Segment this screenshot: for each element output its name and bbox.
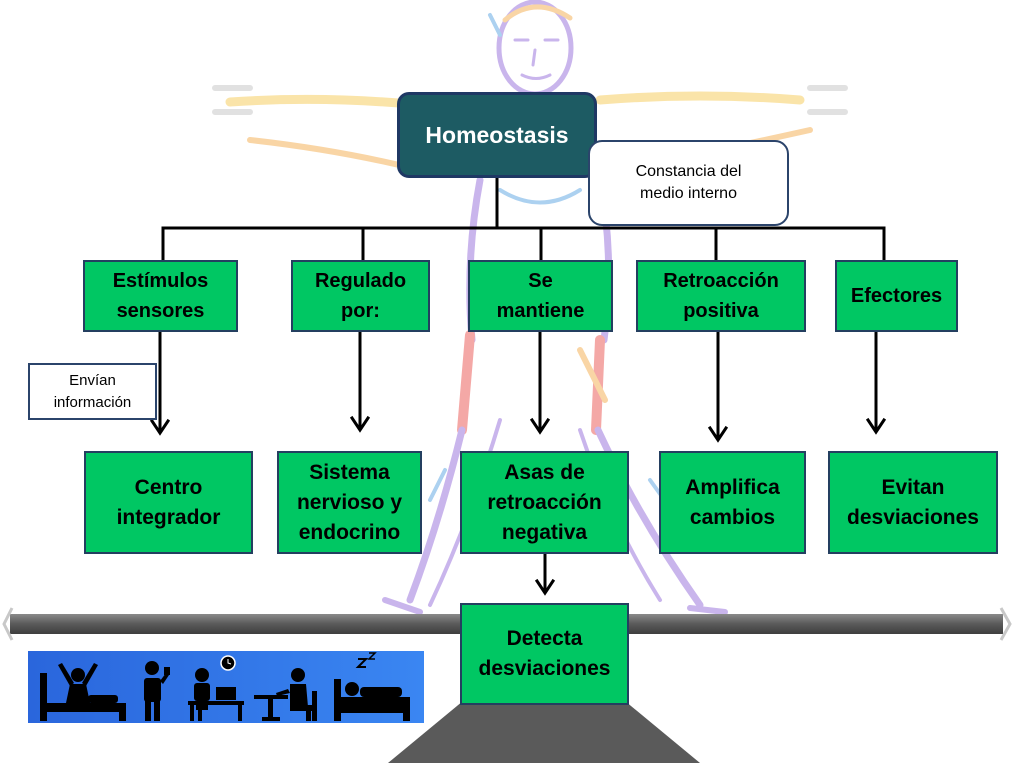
node-label: Efectores xyxy=(850,285,943,307)
node-label: Amplifica cambios xyxy=(685,475,780,529)
node-detecta-desviaciones: Detecta desviaciones xyxy=(460,603,629,705)
arrow-4 xyxy=(707,330,729,443)
node-label: Detecta desviaciones xyxy=(478,627,611,680)
beam-left-end xyxy=(2,607,14,641)
arrow-6 xyxy=(534,552,556,596)
working-at-desk-icon xyxy=(188,655,244,721)
node-label: Evitan desviaciones xyxy=(847,475,979,529)
side-note-label: Envían información xyxy=(53,371,132,411)
node-label: Retroacción positiva xyxy=(663,270,779,322)
node-retroaccion-positiva: Retroacción positiva xyxy=(636,260,806,332)
node-label: Regulado por: xyxy=(314,270,407,322)
arrow-3 xyxy=(529,330,551,435)
node-efectores: Efectores xyxy=(835,260,958,332)
note-box-label: Constancia del medio interno xyxy=(635,163,742,202)
node-label: Se mantiene xyxy=(496,270,585,322)
arrow-5 xyxy=(865,330,887,435)
node-amplifica-cambios: Amplifica cambios xyxy=(659,451,806,554)
node-label: Estímulos sensores xyxy=(112,270,209,322)
daily-activities-image xyxy=(28,651,424,723)
node-label: Centro integrador xyxy=(116,475,221,529)
node-estimulos-sensores: Estímulos sensores xyxy=(83,260,238,332)
node-label: Asas de retroacción negativa xyxy=(487,460,602,544)
arrow-2 xyxy=(349,330,371,433)
eating-icon xyxy=(254,668,317,721)
side-note-box: Envían información xyxy=(28,363,157,420)
beam-right-end xyxy=(999,607,1012,641)
node-se-mantiene: Se mantiene xyxy=(468,260,613,332)
root-node-homeostasis: Homeostasis xyxy=(397,92,597,178)
sleeping-icon xyxy=(334,652,410,721)
node-label: Sistema nervioso y endocrino xyxy=(296,460,403,544)
drinking-icon xyxy=(144,661,170,721)
node-regulado-por: Regulado por: xyxy=(291,260,430,332)
node-asas-retroaccion-negativa: Asas de retroacción negativa xyxy=(460,451,629,554)
note-box: Constancia del medio interno xyxy=(588,140,789,226)
arrow-1 xyxy=(149,330,171,436)
waking-up-icon xyxy=(40,663,126,721)
node-centro-integrador: Centro integrador xyxy=(84,451,253,554)
node-sistema-nervioso-endocrino: Sistema nervioso y endocrino xyxy=(277,451,422,554)
node-evitan-desviaciones: Evitan desviaciones xyxy=(828,451,998,554)
root-node-label: Homeostasis xyxy=(425,121,569,148)
